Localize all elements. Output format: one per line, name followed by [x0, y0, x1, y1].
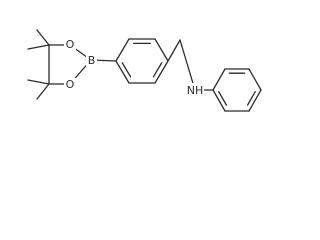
atom-o-bottom-label: O: [66, 78, 75, 91]
atom-amine-label: NH: [187, 84, 204, 97]
aromatic-bond: [115, 60, 130, 84]
methyl-bond: [27, 79, 50, 85]
aromatic-double-bond: [121, 62, 132, 78]
aromatic-bond: [248, 89, 262, 112]
aromatic-bond: [154, 60, 169, 84]
aromatic-bond: [212, 89, 226, 112]
atom-o-top: O: [64, 38, 76, 51]
atom-o-top-label: O: [66, 38, 75, 51]
atom-boron: B: [86, 54, 97, 67]
aromatic-bond: [212, 68, 226, 91]
aromatic-double-bond: [152, 62, 163, 78]
aromatic-bond: [248, 68, 262, 91]
aromatic-bond: [115, 38, 130, 62]
methyl-bond: [36, 83, 50, 100]
atom-amine: NH: [186, 83, 204, 97]
ch2-amine-bond: [179, 39, 196, 91]
atom-o-bottom: O: [64, 78, 76, 91]
aromatic-double-bond: [218, 91, 228, 106]
bond-lines: [27, 29, 262, 112]
methyl-bond: [36, 29, 50, 46]
aromatic-double-bond: [246, 91, 256, 106]
aromatic-bond: [154, 38, 169, 62]
aryl-ch2-bond: [167, 39, 181, 62]
chemical-structure-diagram: O O B NH: [27, 29, 262, 112]
atom-boron-label: B: [88, 54, 96, 67]
methyl-bond: [27, 44, 50, 50]
